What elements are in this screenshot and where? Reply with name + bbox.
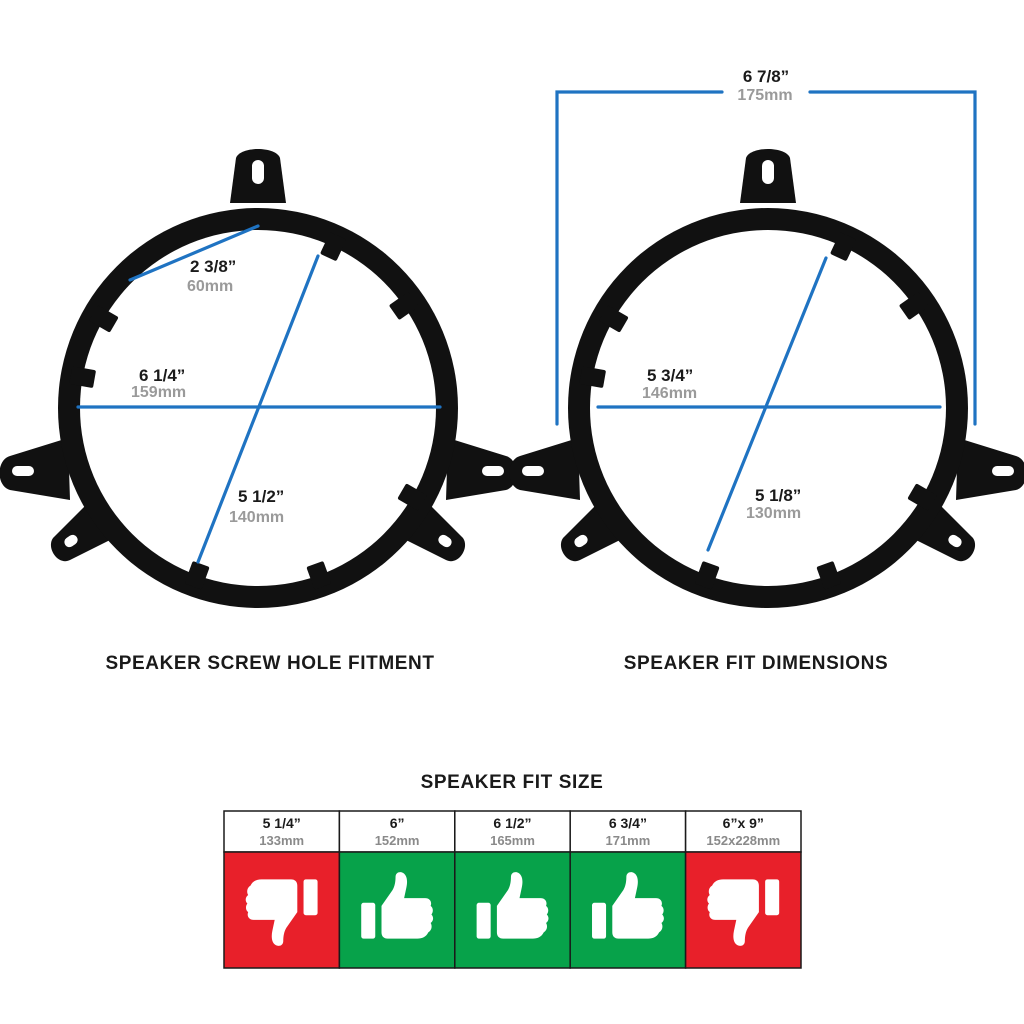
left-caption: SPEAKER SCREW HOLE FITMENT	[105, 653, 434, 674]
right-bracket	[509, 149, 1024, 608]
dim-label: 5 3/4”	[647, 366, 693, 385]
fit-size-mm: 165mm	[490, 833, 535, 848]
dim-label-mm: 130mm	[746, 505, 801, 522]
dim-label: 5 1/8”	[755, 486, 801, 505]
dim-label-mm: 146mm	[642, 385, 697, 402]
fit-size-mm: 152mm	[375, 833, 420, 848]
fit-size-label: 6 3/4”	[609, 815, 647, 831]
dim-label: 6 7/8”	[743, 67, 789, 86]
measure-line-diagonal	[706, 256, 828, 552]
fit-column: 5 1/4” 133mm	[223, 810, 341, 969]
dim-label-mm: 175mm	[737, 87, 792, 104]
measure-line-overall-width-right	[808, 90, 977, 426]
fit-table-title: SPEAKER FIT SIZE	[421, 772, 604, 793]
fit-size-mm: 133mm	[259, 833, 304, 848]
dim-label: 5 1/2”	[238, 487, 284, 506]
measure-line-screw-spacing	[128, 224, 260, 282]
left-bracket	[0, 149, 517, 608]
fit-size-mm: 152x228mm	[706, 833, 780, 848]
dim-label: 6 1/4”	[139, 366, 185, 385]
measure-line-diagonal	[196, 254, 320, 564]
dim-label-mm: 140mm	[229, 509, 284, 526]
measure-line-overall-width	[555, 90, 724, 426]
fit-column: 6” 152mm	[338, 810, 456, 969]
fit-column: 6 1/2” 165mm	[454, 810, 571, 969]
fit-table: 5 1/4” 133mm 6” 152mm 6 1/2” 165mm 6 3/4” 171mm…	[223, 810, 802, 969]
fit-size-mm: 171mm	[605, 833, 650, 848]
fit-size-label: 6”	[390, 815, 405, 831]
dim-label: 2 3/8”	[190, 257, 236, 276]
fit-size-label: 5 1/4”	[263, 815, 301, 831]
dim-label-mm: 159mm	[131, 384, 186, 401]
right-caption: SPEAKER FIT DIMENSIONS	[624, 653, 888, 674]
fit-column: 6”x 9” 152x228mm	[684, 810, 802, 969]
dim-label-mm: 60mm	[187, 278, 233, 295]
fit-column: 6 3/4” 171mm	[569, 810, 687, 969]
fit-size-label: 6”x 9”	[723, 815, 764, 831]
fit-size-label: 6 1/2”	[493, 815, 531, 831]
